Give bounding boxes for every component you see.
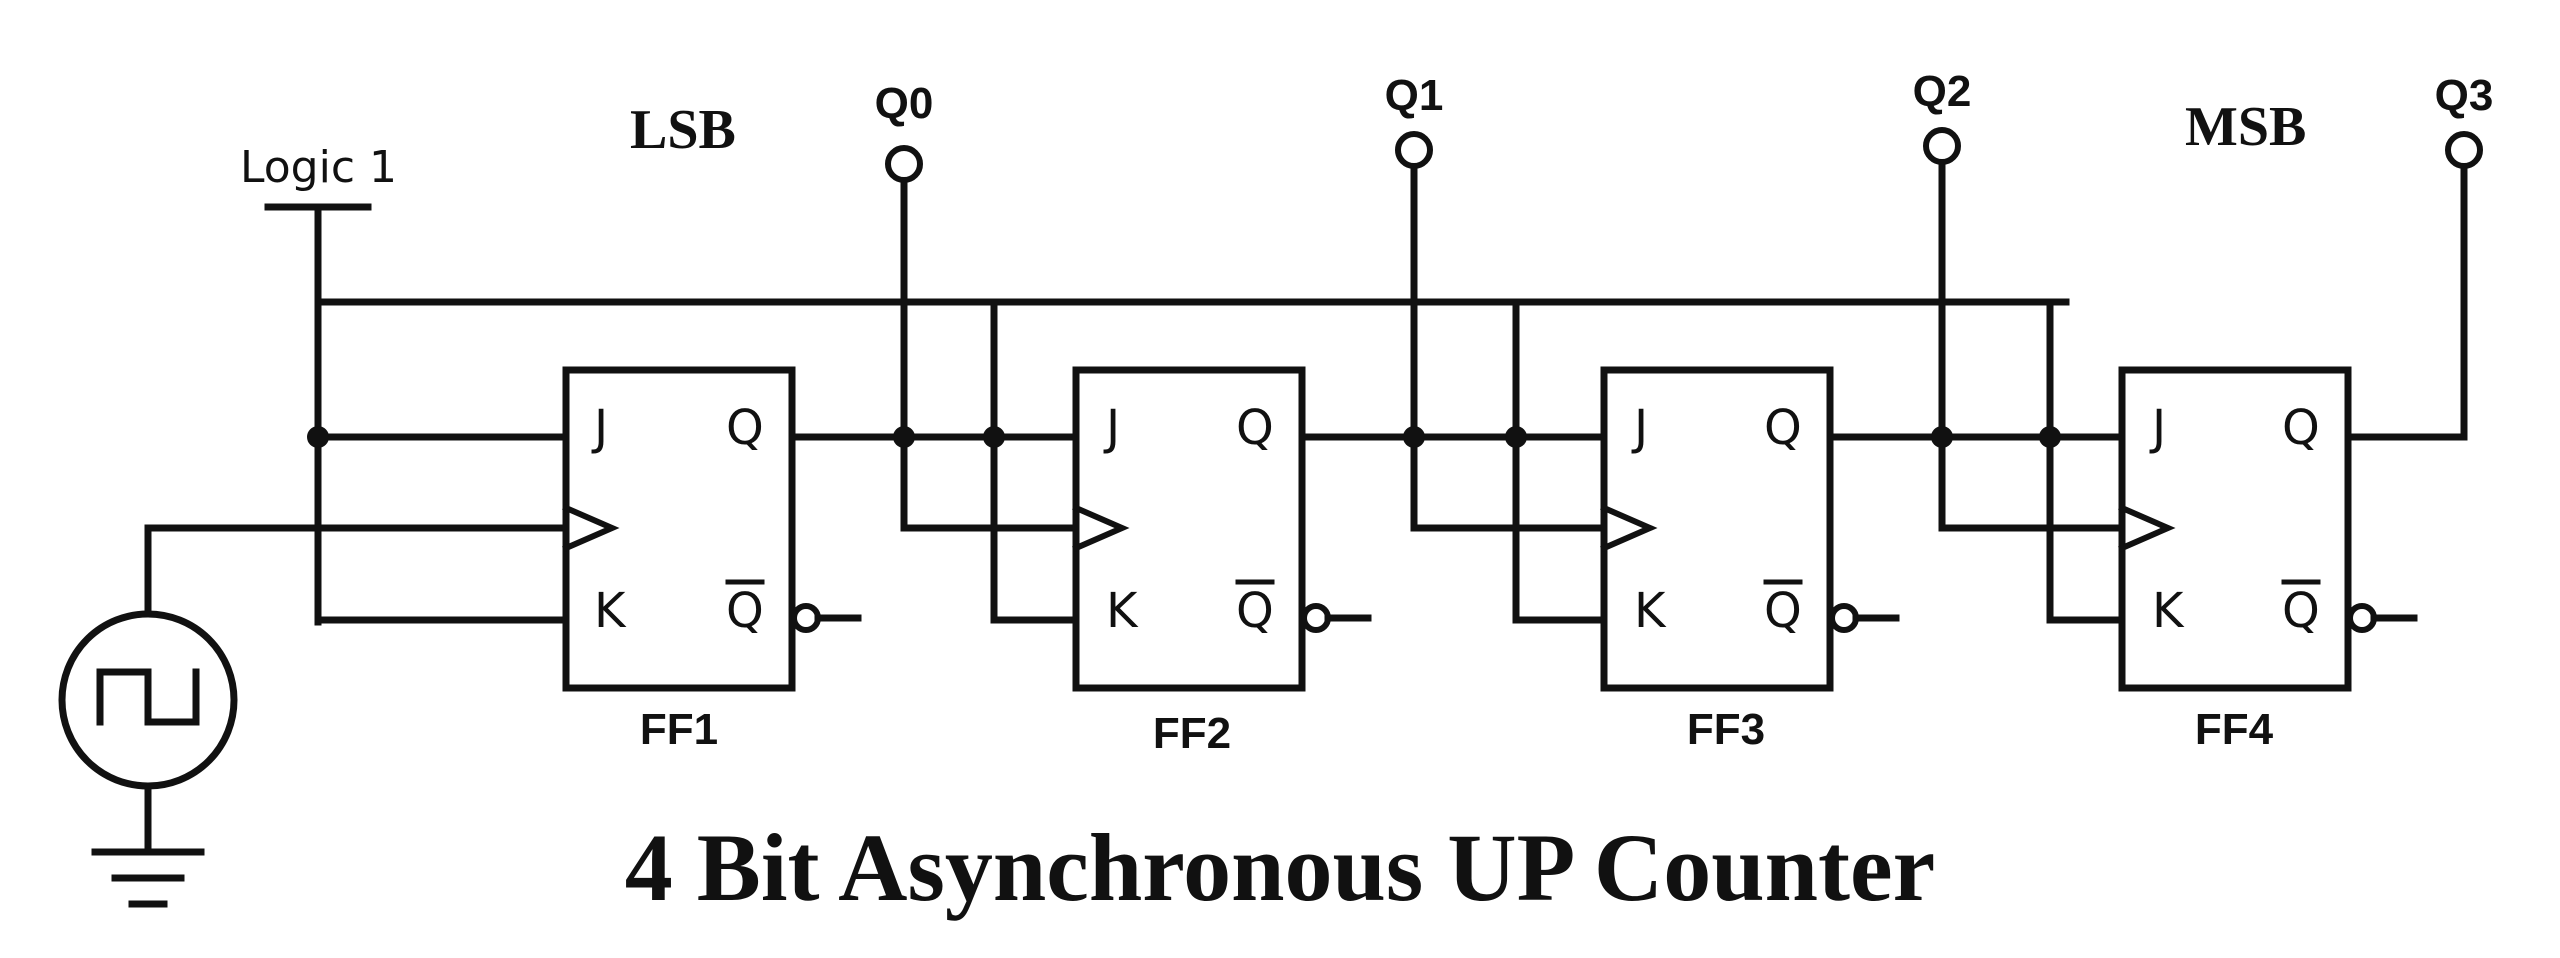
- ff1-label: FF1: [640, 705, 718, 754]
- diagram-title: 4 Bit Asynchronous UP Counter: [625, 814, 1935, 921]
- ff3-k-label: K: [1634, 583, 1667, 639]
- flip-flop-ff3: J K Q Q FF3: [1600, 366, 1900, 754]
- ff2-label: FF2: [1153, 709, 1231, 758]
- ff2-q-label: Q: [1236, 400, 1274, 456]
- junction-dot: [893, 426, 915, 448]
- ff2-clock-triangle-icon: [1072, 504, 1130, 552]
- ff1-qbar-label: Q: [726, 583, 764, 639]
- ff4-clock-triangle-icon: [2118, 504, 2176, 552]
- q1-terminal: [1395, 131, 1433, 169]
- ff3-q-label: Q: [1764, 400, 1802, 456]
- flip-flop-ff2: J K Q Q FF2: [1072, 366, 1372, 758]
- ff3-label: FF3: [1687, 705, 1765, 754]
- ff2-qbar-label: Q: [1236, 583, 1274, 639]
- ff4-qbar-bubble: [2347, 603, 2377, 633]
- q0-label: Q0: [875, 79, 934, 128]
- flip-flop-ff4: J K Q Q FF4: [2118, 366, 2418, 754]
- ff1-q-label: Q: [726, 400, 764, 456]
- ff1-j-label: J: [591, 400, 608, 456]
- junction-dot: [1403, 426, 1425, 448]
- msb-label: MSB: [2185, 96, 2306, 158]
- ff3-qbar-label: Q: [1764, 583, 1802, 639]
- q3-label: Q3: [2435, 71, 2494, 120]
- ff4-label: FF4: [2195, 705, 2274, 754]
- logic-1-label: Logic 1: [240, 142, 397, 193]
- ff2-j-label: J: [1103, 400, 1120, 456]
- ff4-j-label: J: [2149, 400, 2166, 456]
- clock-source: [58, 524, 594, 908]
- lsb-label: LSB: [630, 99, 736, 161]
- ff4-qbar-label: Q: [2282, 583, 2320, 639]
- ff4-q-label: Q: [2282, 400, 2320, 456]
- ff4-k-label: K: [2152, 583, 2185, 639]
- q3-wire: [2344, 160, 2468, 441]
- flip-flop-ff1: J K Q Q FF1: [562, 366, 862, 754]
- junction-dot: [307, 426, 329, 448]
- junction-dot: [983, 426, 1005, 448]
- junction-dot: [1505, 426, 1527, 448]
- ff1-k-label: K: [594, 583, 627, 639]
- junction-dot: [1931, 426, 1953, 448]
- q1-label: Q1: [1385, 71, 1444, 120]
- q2-label: Q2: [1913, 67, 1972, 116]
- ff1-clock-triangle-icon: [562, 504, 620, 552]
- junction-dot: [2039, 426, 2061, 448]
- q0-terminal: [885, 145, 923, 183]
- square-wave-icon: [96, 668, 200, 726]
- ff3-j-label: J: [1631, 400, 1648, 456]
- q3-terminal: [2445, 131, 2483, 169]
- ff1-qbar-bubble: [791, 603, 821, 633]
- ff3-qbar-bubble: [1829, 603, 1859, 633]
- q2-terminal: [1923, 127, 1961, 165]
- ff2-k-label: K: [1106, 583, 1139, 639]
- ff2-qbar-bubble: [1301, 603, 1331, 633]
- ff3-clock-triangle-icon: [1600, 504, 1658, 552]
